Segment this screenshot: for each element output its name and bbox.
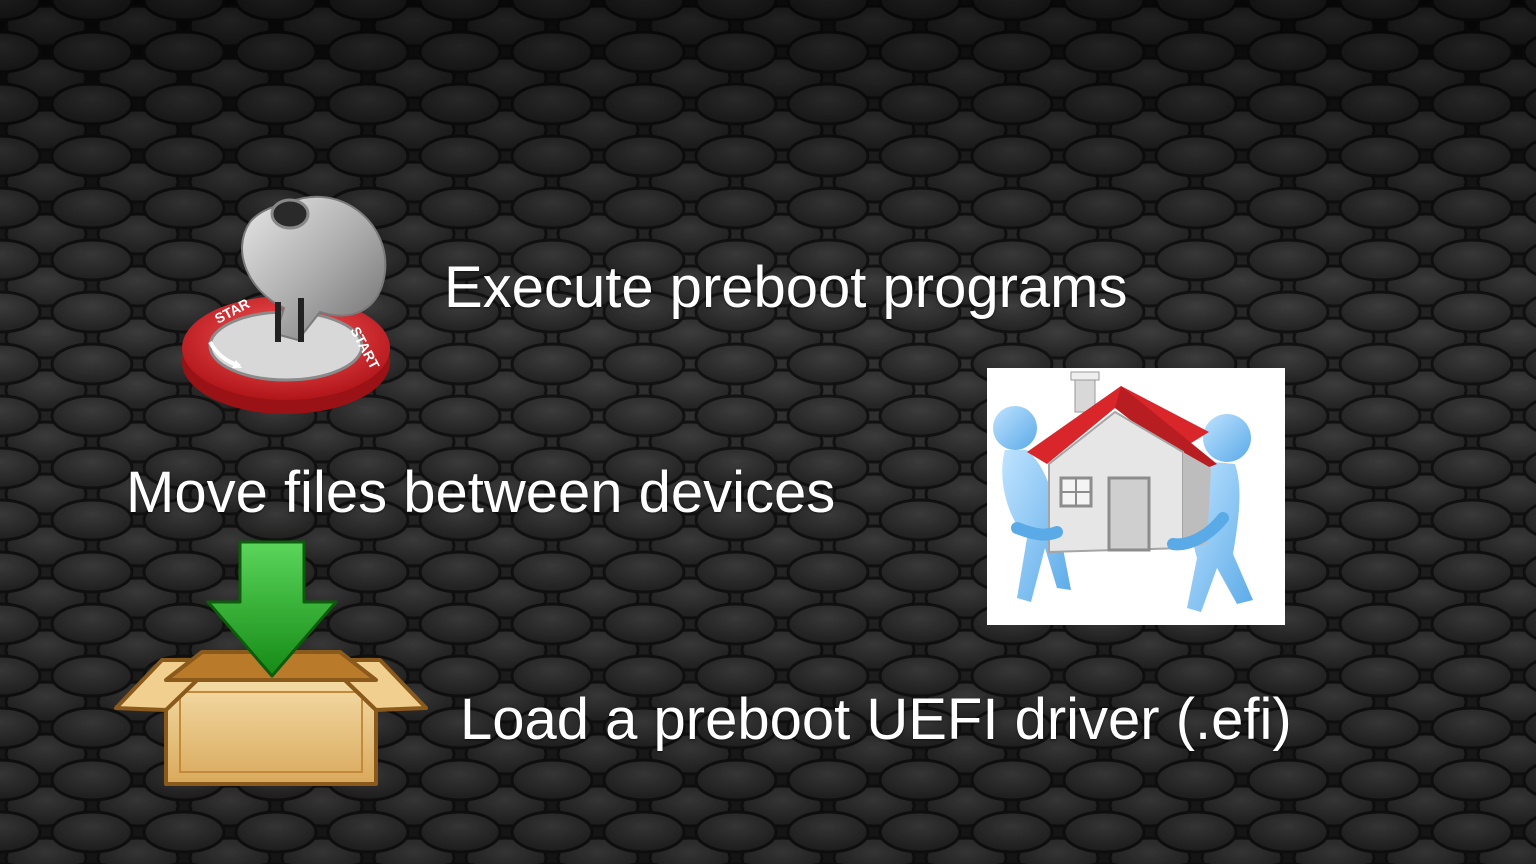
start-key-icon: STAR START [182,195,390,414]
load-preboot-uefi-driver-text: Load a preboot UEFI driver (.efi) [460,687,1292,752]
move-files-between-devices-text: Move files between devices [126,460,836,525]
box-download-icon [114,540,428,786]
execute-preboot-programs-text: Execute preboot programs [444,255,1128,320]
house-movers-icon [987,368,1285,625]
